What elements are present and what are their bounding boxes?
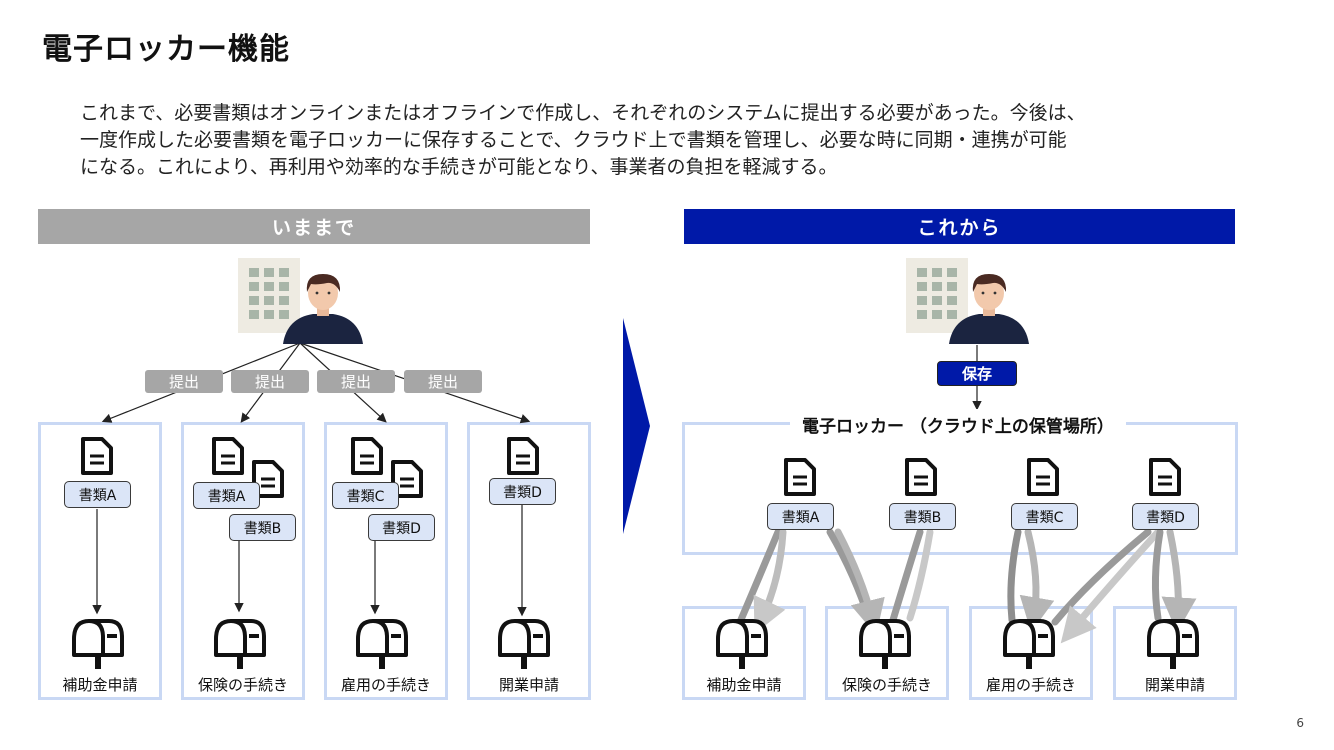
locker-title: 電子ロッカー （クラウド上の保管場所） (790, 409, 1126, 439)
document-label: 書類A (767, 503, 834, 530)
page-title: 電子ロッカー機能 (42, 32, 290, 67)
document-icon (1149, 458, 1181, 496)
mailbox-icon (214, 619, 266, 669)
procedure-label: 雇用の手続き (340, 676, 431, 694)
procedure-label: 開業申請 (498, 676, 559, 694)
submit-tag: 提出 (145, 370, 223, 393)
document-label: 書類D (1132, 503, 1199, 530)
person-icon (283, 274, 363, 344)
procedure-label: 補助金申請 (62, 676, 138, 694)
procedure-label: 保険の手続き (197, 676, 288, 694)
page-number: 6 (1296, 716, 1304, 730)
after-header: これから (684, 209, 1235, 244)
submit-tag: 提出 (404, 370, 482, 393)
person-icon (949, 274, 1029, 344)
procedure-label: 保険の手続き (841, 676, 932, 694)
description-line: これまで、必要書類はオンラインまたはオフラインで作成し、それぞれのシステムに提出… (80, 102, 1086, 124)
description-line: になる。これにより、再利用や効率的な手続きが可能となり、事業者の負担を軽減する。 (80, 156, 838, 178)
document-icon (784, 458, 816, 496)
procedure-label: 開業申請 (1144, 676, 1205, 694)
description-line: 一度作成した必要書類を電子ロッカーに保存することで、クラウド上で書類を管理し、必… (80, 129, 1067, 151)
document-label: 書類D (489, 478, 556, 505)
document-label: 書類A (193, 482, 260, 509)
document-icon (351, 437, 383, 475)
mailbox-icon (72, 619, 124, 669)
document-label: 書類B (229, 514, 296, 541)
building-icon (238, 258, 300, 333)
mailbox-icon (498, 619, 550, 669)
mailbox-icon (1003, 619, 1055, 669)
document-icon (507, 437, 539, 475)
document-label: 書類B (889, 503, 956, 530)
document-icon (81, 437, 113, 475)
document-icon (212, 437, 244, 475)
chevron-right-icon (623, 318, 650, 534)
mailbox-icon (716, 619, 768, 669)
save-tag: 保存 (937, 361, 1017, 386)
before-header: いままで (38, 209, 590, 244)
building-icon (906, 258, 968, 333)
procedure-label: 雇用の手続き (985, 676, 1076, 694)
document-label: 書類C (332, 482, 399, 509)
mailbox-icon (859, 619, 911, 669)
procedure-label: 補助金申請 (706, 676, 782, 694)
mailbox-icon (356, 619, 408, 669)
document-icon (1027, 458, 1059, 496)
submit-tag: 提出 (317, 370, 395, 393)
document-label: 書類C (1011, 503, 1078, 530)
document-icon (905, 458, 937, 496)
mailbox-icon (1147, 619, 1199, 669)
submit-tag: 提出 (231, 370, 309, 393)
description: これまで、必要書類はオンラインまたはオフラインで作成し、それぞれのシステムに提出… (80, 100, 1260, 181)
document-label: 書類A (64, 481, 131, 508)
document-label: 書類D (368, 514, 435, 541)
